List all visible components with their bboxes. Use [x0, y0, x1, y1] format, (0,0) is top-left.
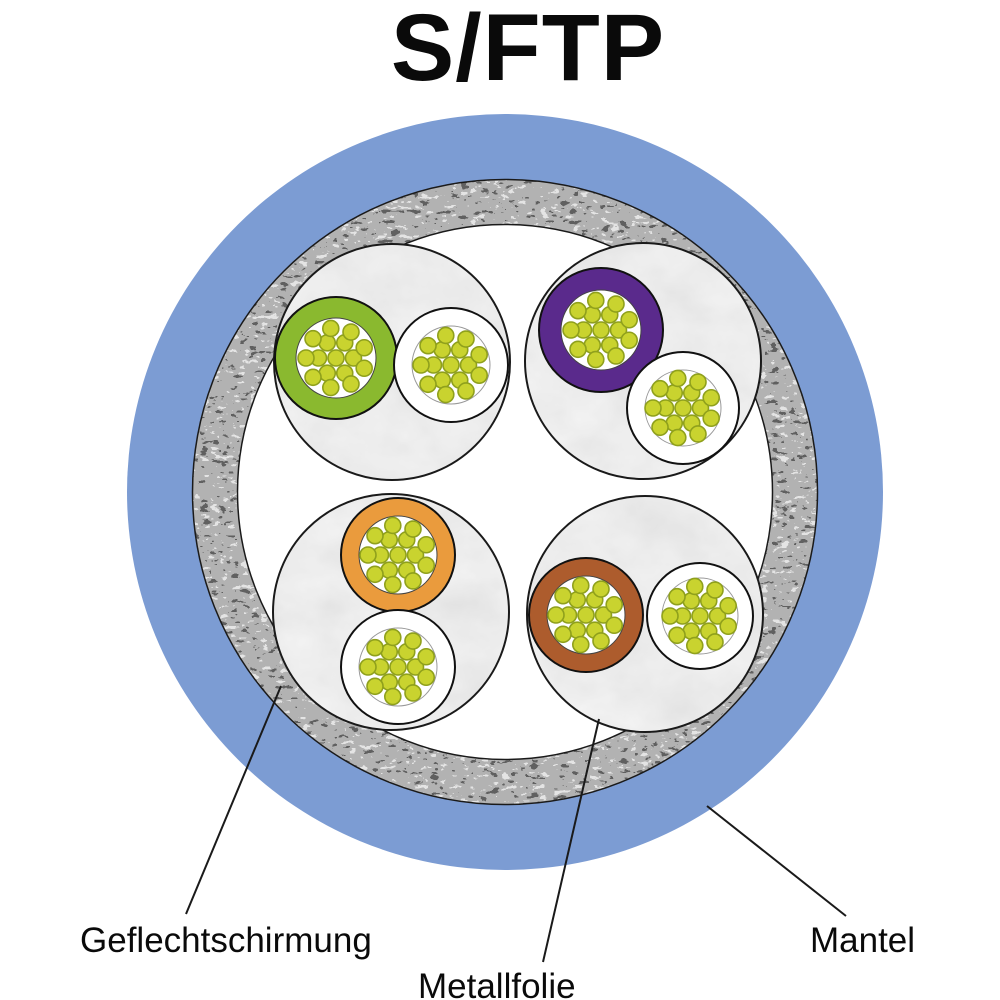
- pair-2-foil-outline: [524, 242, 762, 480]
- foil-pointer-line: [542, 718, 600, 963]
- pair-2-wires: [538, 267, 740, 465]
- braid-shield-label: Geflechtschirmung: [80, 921, 372, 960]
- pair-4-wires: [528, 557, 754, 673]
- pair-3-wires: [340, 497, 456, 725]
- jacket-pointer-line: [706, 805, 847, 917]
- pair-1-foil-outline: [273, 243, 511, 481]
- pair-3-foil-outline: [272, 493, 510, 731]
- braid-shield-pointer-line: [185, 685, 282, 915]
- braid-shield-outer-outline: [191, 178, 819, 806]
- braid-shield-inner-outline: [236, 223, 774, 761]
- page-title: S/FTP: [391, 0, 665, 101]
- pair-1-wires: [274, 296, 509, 423]
- foil-label: Metallfolie: [418, 967, 576, 1000]
- pair-4-foil-outline: [526, 495, 764, 733]
- braid-shield-ring: [192, 179, 818, 805]
- jacket-label: Mantel: [810, 921, 915, 960]
